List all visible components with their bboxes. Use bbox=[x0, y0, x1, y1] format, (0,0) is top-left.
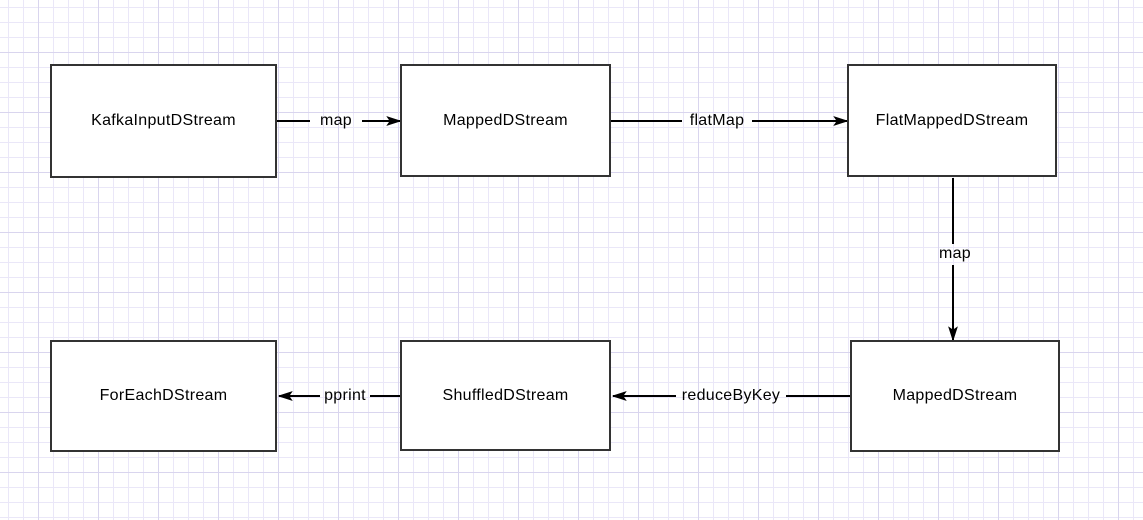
edge-label-flatmap[interactable]: flatMap bbox=[689, 112, 745, 129]
edge-label-map-2[interactable]: map bbox=[938, 245, 972, 262]
node-label: KafkaInputDStream bbox=[91, 112, 236, 129]
node-mapped-dstream-top[interactable]: MappedDStream bbox=[400, 64, 611, 177]
edge-label-pprint[interactable]: pprint bbox=[324, 387, 366, 404]
node-label: ForEachDStream bbox=[99, 387, 228, 404]
node-label: MappedDStream bbox=[892, 387, 1018, 404]
edge-label-reducebykey[interactable]: reduceByKey bbox=[681, 387, 781, 404]
node-label: FlatMappedDStream bbox=[875, 111, 1029, 129]
node-flatmapped-dstream[interactable]: FlatMappedDStream bbox=[847, 64, 1057, 177]
node-label: ShuffledDStream bbox=[442, 386, 569, 404]
edge-label-map-1[interactable]: map bbox=[319, 112, 353, 129]
node-kafka-input-dstream[interactable]: KafkaInputDStream bbox=[50, 64, 277, 178]
node-mapped-dstream-bottom[interactable]: MappedDStream bbox=[850, 340, 1060, 452]
node-shuffled-dstream[interactable]: ShuffledDStream bbox=[400, 340, 611, 451]
node-foreach-dstream[interactable]: ForEachDStream bbox=[50, 340, 277, 452]
node-label: MappedDStream bbox=[443, 111, 568, 129]
